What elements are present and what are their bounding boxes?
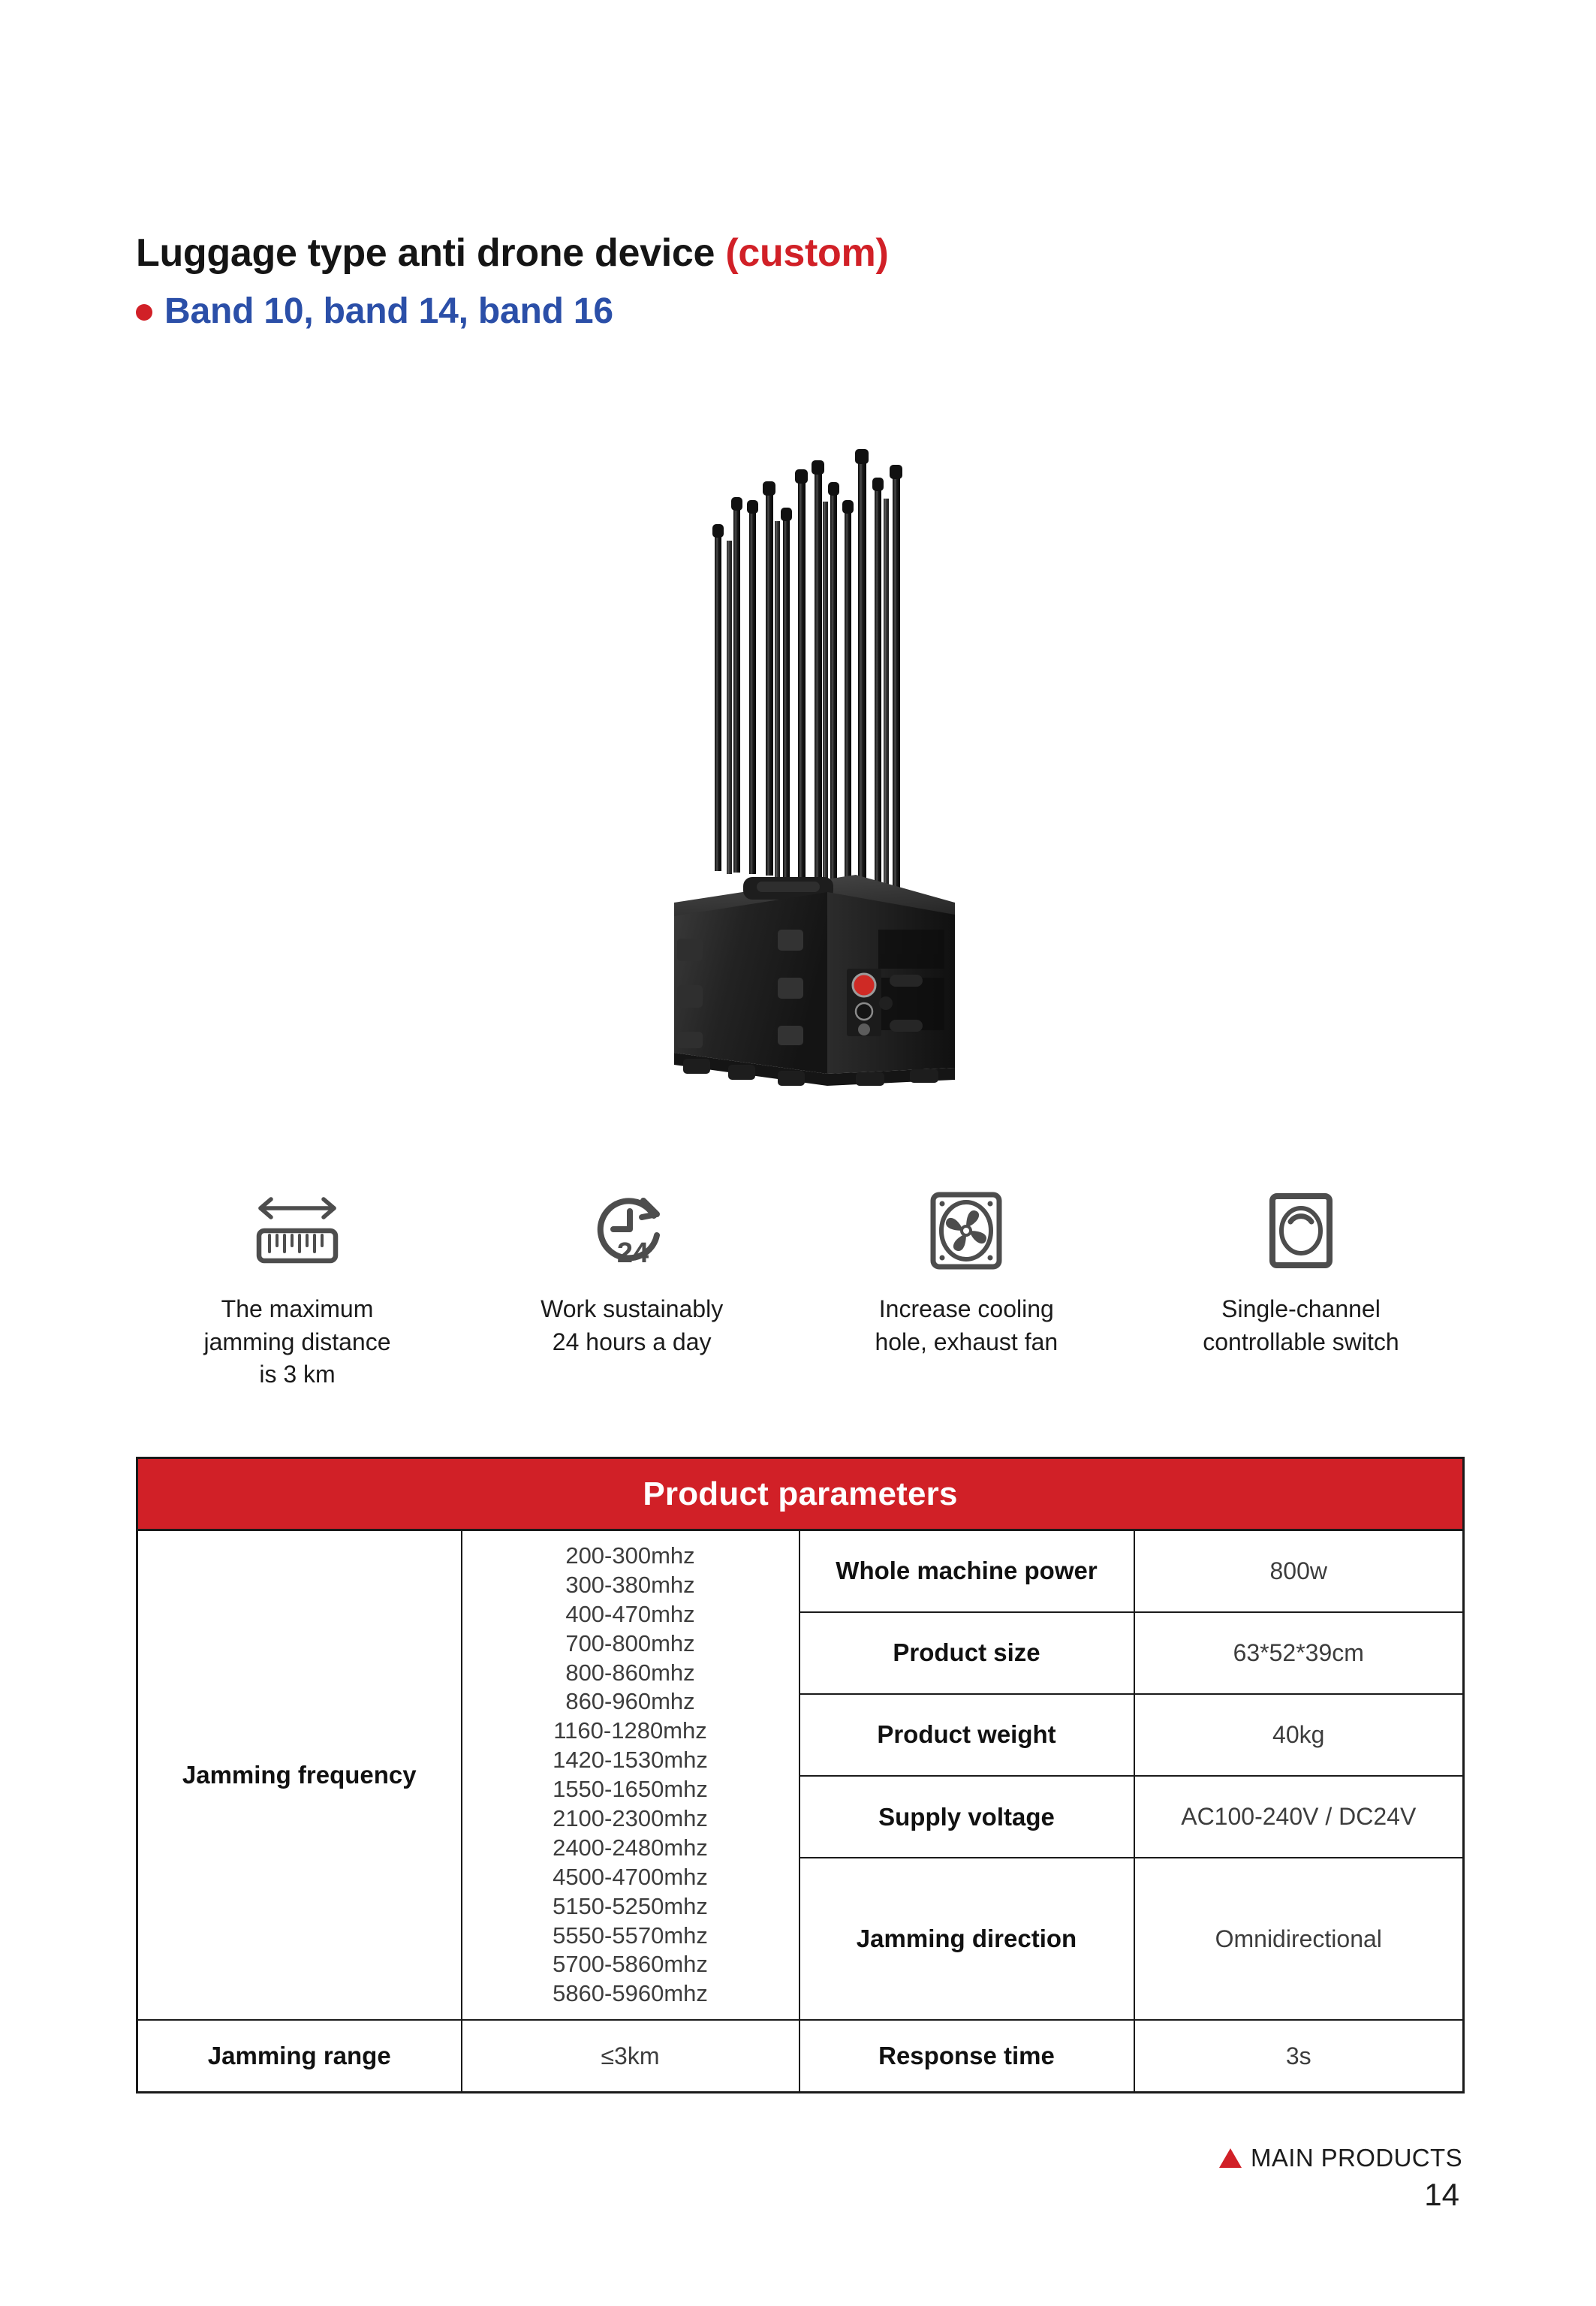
frequency-item: 1420-1530mhz — [553, 1747, 708, 1774]
jamming-frequency-label: Jamming frequency — [136, 1529, 462, 2021]
page-title: Luggage type anti drone device (custom) — [136, 233, 1457, 274]
page-header: Luggage type anti drone device (custom) … — [136, 233, 1457, 332]
spec-value: Omnidirectional — [1133, 1857, 1465, 2021]
frequency-item: 5550-5570mhz — [553, 1922, 708, 1949]
frequency-item: 2400-2480mhz — [553, 1834, 708, 1861]
table-header-row: Product parameters — [136, 1457, 1465, 1531]
triangle-marker-icon — [1218, 2148, 1242, 2168]
bullet-dot-icon — [136, 304, 152, 321]
page-subtitle: Band 10, band 14, band 16 — [136, 291, 1457, 332]
jamming-frequency-list: 200-300mhz 300-380mhz 400-470mhz 700-800… — [460, 1529, 800, 2021]
frequency-item: 2100-2300mhz — [553, 1805, 708, 1832]
frequency-item: 400-470mhz — [565, 1600, 695, 1627]
frequency-item: 5150-5250mhz — [553, 1892, 708, 1919]
page-number: 14 — [1424, 2177, 1459, 2212]
spec-label: Supply voltage — [798, 1774, 1135, 1859]
exhaust-fan-icon — [927, 1186, 1005, 1275]
table-row: Supply voltage AC100-240V / DC24V — [137, 1774, 1465, 1859]
product-image — [631, 443, 976, 1089]
feature-item-switch: Single-channel controllable switch — [1140, 1186, 1462, 1391]
table-row: Jamming direction Omnidirectional — [137, 1857, 1465, 2021]
jamming-range-label: Jamming range — [136, 2019, 462, 2093]
page-title-main: Luggage type anti drone device — [136, 231, 715, 275]
antenna-group — [712, 449, 902, 888]
table-row: Product weight 40kg — [137, 1693, 1465, 1777]
svg-text:24: 24 — [617, 1237, 649, 1269]
spec-label: Whole machine power — [798, 1529, 1135, 1613]
frequency-item: 800-860mhz — [565, 1659, 695, 1686]
feature-label: Work sustainably 24 hours a day — [541, 1295, 724, 1355]
spec-value: 40kg — [1133, 1693, 1465, 1777]
feature-item-distance: The maximum jamming distance is 3 km — [136, 1186, 459, 1391]
frequency-item: 860-960mhz — [565, 1688, 695, 1715]
frequency-item: 5700-5860mhz — [553, 1951, 708, 1978]
distance-ruler-icon — [248, 1186, 346, 1275]
footer-section-label: MAIN PRODUCTS — [1250, 2144, 1462, 2172]
feature-label: Increase cooling hole, exhaust fan — [875, 1295, 1058, 1355]
table-row: Jamming frequency 200-300mhz 300-380mhz … — [136, 1529, 1465, 2021]
table-title: Product parameters — [136, 1457, 1465, 1531]
response-time-value: 3s — [1133, 2019, 1465, 2093]
spec-label: Jamming direction — [798, 1857, 1135, 2021]
rotary-switch-icon — [1265, 1186, 1337, 1275]
spec-value: 63*52*39cm — [1133, 1611, 1465, 1695]
spec-value: AC100-240V / DC24V — [1133, 1774, 1465, 1859]
frequency-item: 200-300mhz — [565, 1542, 695, 1569]
spec-label: Product size — [798, 1611, 1135, 1695]
frequency-item: 4500-4700mhz — [553, 1863, 708, 1890]
response-time-label: Response time — [798, 2019, 1135, 2093]
footer-section: MAIN PRODUCTS — [1218, 2144, 1462, 2172]
clock-24-hours-icon: 24 — [588, 1186, 676, 1275]
feature-item-24h: 24 Work sustainably 24 hours a day — [471, 1186, 793, 1391]
case-body — [674, 892, 955, 1086]
table-row: Product size 63*52*39cm — [137, 1611, 1465, 1695]
frequency-item: 5860-5960mhz — [553, 1980, 708, 2007]
page-subtitle-label: Band 10, band 14, band 16 — [164, 291, 613, 331]
frequency-item: 700-800mhz — [565, 1629, 695, 1656]
page-title-custom: (custom) — [725, 231, 889, 275]
feature-label: Single-channel controllable switch — [1203, 1295, 1399, 1355]
frequency-item: 1550-1650mhz — [553, 1776, 708, 1803]
product-parameters-table: Product parameters Jamming frequency 200… — [136, 1457, 1465, 2093]
spec-label: Product weight — [798, 1693, 1135, 1777]
feature-label: The maximum jamming distance is 3 km — [203, 1295, 391, 1388]
table-row: Jamming range ≤3km Response time 3s — [136, 2019, 1465, 2093]
feature-item-fan: Increase cooling hole, exhaust fan — [805, 1186, 1128, 1391]
feature-highlights: The maximum jamming distance is 3 km 24 … — [136, 1186, 1462, 1391]
jamming-range-value: ≤3km — [460, 2019, 800, 2093]
frequency-item: 300-380mhz — [565, 1571, 695, 1598]
frequency-item: 1160-1280mhz — [553, 1717, 707, 1744]
spec-value: 800w — [1133, 1529, 1465, 1613]
page-footer: MAIN PRODUCTS 14 — [1218, 2144, 1462, 2213]
